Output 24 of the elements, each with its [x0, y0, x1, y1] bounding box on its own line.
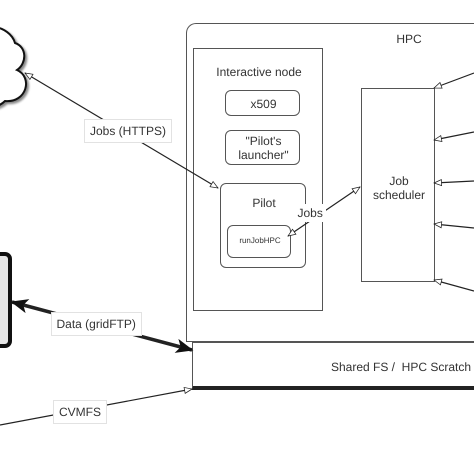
rounded-box: [227, 225, 291, 258]
node-label: Shared FS / HPC Scratch: [330, 360, 472, 374]
rounded-box: [225, 90, 300, 116]
edge-label: Jobs (HTTPS): [84, 119, 172, 143]
rounded-box: [225, 130, 300, 165]
hpc-container: [186, 23, 474, 342]
edge-label: Data (gridFTP): [50, 312, 142, 336]
node-label: Interactive node: [215, 65, 303, 80]
node-box: [361, 88, 435, 282]
edge-label: CVMFS: [53, 400, 107, 424]
node-label: Pilot: [251, 196, 277, 210]
storage-bar: [192, 342, 474, 390]
node-label: runJobHPC: [238, 236, 282, 246]
arrow: [434, 278, 474, 292]
edge-label: Jobs: [294, 204, 326, 222]
arrow: [434, 221, 474, 229]
node-label: Job scheduler: [372, 174, 426, 203]
arrow: [434, 179, 474, 186]
node-label: "Pilot's launcher": [237, 134, 290, 163]
arrow: [434, 131, 474, 142]
arrow: [434, 72, 474, 89]
node-box: [193, 48, 323, 311]
node-label: HPC: [395, 32, 423, 46]
node-label: x509: [249, 97, 278, 112]
